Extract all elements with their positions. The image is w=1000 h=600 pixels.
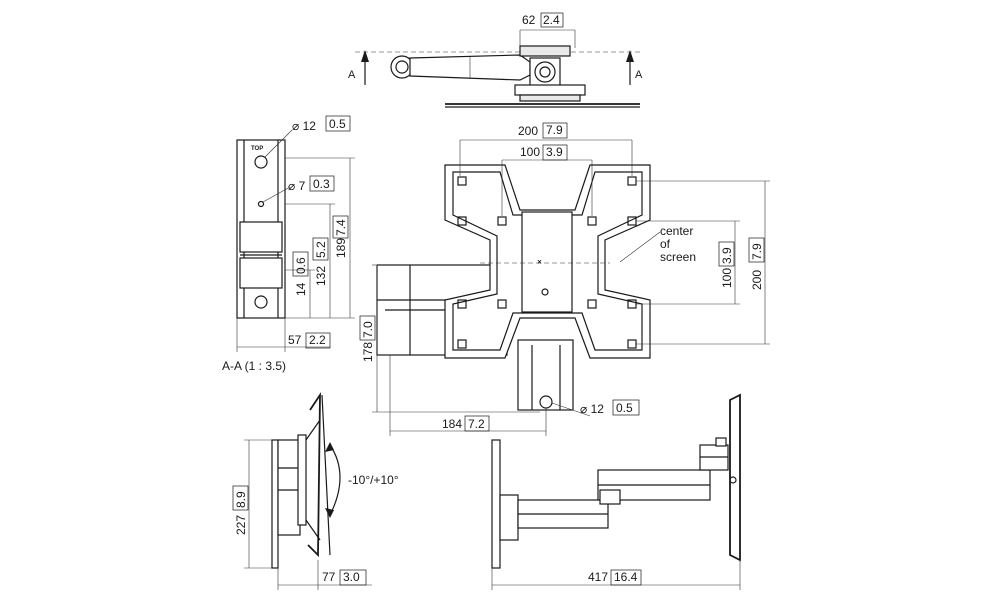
front-d184-inch: 7.2 [468,417,485,431]
sec-d189: 189 [334,238,348,258]
top-label: TOP [251,146,263,152]
sec-dia-small: ⌀ 7 [288,179,306,193]
ext-d417: 417 [588,570,608,584]
extended-view: 417 16.4 [491,393,741,590]
front-d200h: 200 [750,270,764,290]
center-line1: center [660,224,693,238]
sec-d14-inch: 0.6 [294,257,308,274]
section-marker-left: A [348,69,356,81]
side-view: -10°/+10° 227 8.9 77 3.0 [232,391,399,590]
sec-d189-inch: 7.4 [334,219,348,236]
front-d100h: 100 [720,268,734,288]
front-d100w: 100 [520,145,540,159]
dim-62-inch: 2.4 [543,13,560,27]
front-dia: ⌀ 12 [580,402,604,416]
sec-dia-large-inch: 0.5 [329,117,346,131]
front-d100h-inch: 3.9 [720,247,734,264]
front-d200h-inch: 7.9 [750,243,764,260]
sec-dia-large: ⌀ 12 [292,119,316,133]
section-marker-right: A [635,69,643,81]
side-d77-inch: 3.0 [343,570,360,584]
sec-dia-small-inch: 0.3 [313,177,330,191]
sec-d57-inch: 2.2 [309,333,326,347]
front-d178: 178 [361,342,375,362]
front-d184: 184 [442,417,462,431]
front-d100w-inch: 3.9 [546,145,563,159]
section-view: TOP ⌀ 12 0.5 ⌀ 7 0.3 189 7.4 132 5.2 14 … [222,115,355,373]
svg-text:✕: ✕ [537,259,542,266]
dim-62: 62 [522,13,536,27]
sec-d14: 14 [294,282,308,296]
side-d77: 77 [322,570,336,584]
front-view: ✕ 200 7.9 100 3.9 [359,122,770,436]
top-view: A A 62 2.4 [348,12,643,108]
tilt-label: -10°/+10° [348,473,399,487]
center-line2: of [660,237,671,251]
sec-d57: 57 [288,333,302,347]
side-d227: 227 [234,515,248,535]
section-view-label: A-A (1 : 3.5) [222,359,286,373]
front-d178-inch: 7.0 [361,321,375,338]
sec-d132: 132 [314,266,328,286]
side-d227-inch: 8.9 [234,491,248,508]
front-d200w: 200 [518,124,538,138]
sec-d132-inch: 5.2 [314,241,328,258]
ext-d417-inch: 16.4 [614,570,638,584]
front-dia-inch: 0.5 [616,401,633,415]
front-d200w-inch: 7.9 [546,123,563,137]
center-line3: screen [660,250,696,264]
